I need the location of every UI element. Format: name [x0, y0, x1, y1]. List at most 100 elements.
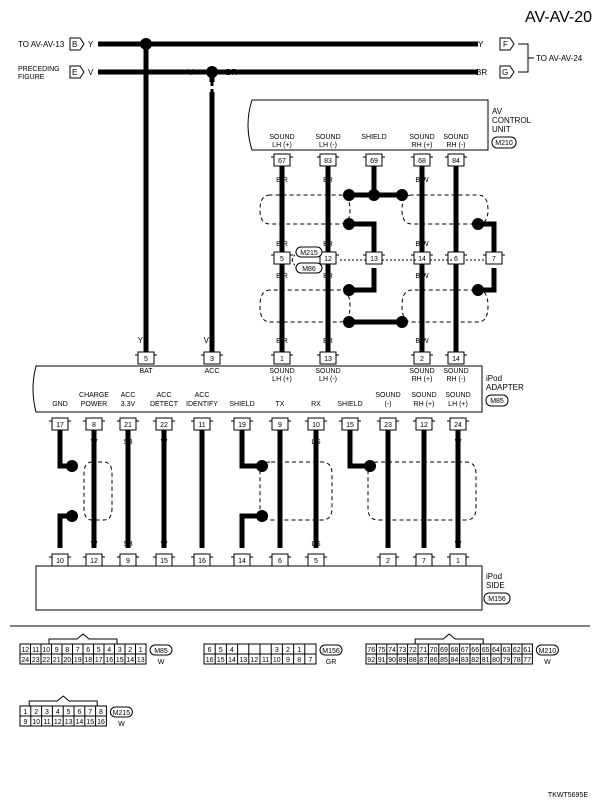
page-id: AV-AV-20	[525, 9, 592, 26]
adapter-wire-color-top-6: V	[278, 439, 283, 446]
joint-wire-top-1: BR	[323, 241, 333, 248]
av-wire-color-3: B/W	[415, 177, 429, 184]
ipod-side-pin-2: 2	[377, 553, 399, 567]
adapter-wire-color-bottom-2: SB	[123, 541, 133, 548]
lower-shields	[57, 430, 477, 548]
adapter-bottom-pin-22: 22	[153, 417, 175, 431]
ipod-side-pin-14: 14	[231, 553, 253, 567]
cv-m215-color: W	[118, 721, 125, 728]
connector-m85-badge	[485, 394, 509, 407]
adapter-top-label-1: ACC	[205, 368, 220, 375]
adapter-wire-color-bottom-7: LG	[311, 541, 320, 548]
cv-m210-r2-14: 78	[513, 657, 521, 664]
tab-e	[69, 65, 85, 79]
av-unit-pin-84-number: 84	[452, 158, 460, 165]
cv-m85-r2-9: 15	[116, 657, 124, 664]
ipod-side-pin-16: 16	[191, 553, 213, 567]
adapter-bottom-pin-17: 17	[49, 417, 71, 431]
cv-m85-r2-5: 19	[74, 657, 82, 664]
cv-m85-r1-3: 9	[55, 647, 59, 654]
cv-m210-r1-11: 65	[482, 647, 490, 654]
cv-m210-r2-9: 83	[461, 657, 469, 664]
joint-pin-6: 6	[445, 251, 467, 265]
joint-connector-2: M86	[302, 266, 316, 273]
adapter-top-pin-1-number: 1	[280, 356, 284, 363]
cv-m210-r2-1: 91	[378, 657, 386, 664]
adapter-top-label-2: SOUND	[269, 368, 294, 375]
adapter-top-sublabel-4: RH (+)	[412, 376, 433, 383]
adapter-bottom-label-10: SOUND	[411, 392, 436, 399]
cv-m85-r1-10: 2	[128, 647, 132, 654]
tab-f-label: F	[503, 40, 508, 49]
cv-m85-r1-1: 11	[32, 647, 39, 654]
ipod-side-pin-10: 10	[49, 553, 71, 567]
cv-m210-r2-6: 86	[430, 657, 438, 664]
adapter-top-pin-3: 3	[201, 351, 223, 365]
cv-m210-r1-5: 71	[419, 647, 427, 654]
cv-m210-r2-8: 84	[451, 657, 459, 664]
ipod-side-pin-7: 7	[413, 553, 435, 567]
tab-e-label: E	[72, 68, 77, 77]
joint-pin-5: 5	[271, 251, 293, 265]
adapter-bottom-pin-12-number: 12	[420, 422, 428, 429]
adapter-bottom-pin-19-number: 19	[238, 422, 246, 429]
cv-m156-r2-9: 7	[308, 657, 312, 664]
adapter-top-label-4: SOUND	[409, 368, 434, 375]
ipod-side-pin-1-number: 1	[456, 558, 460, 565]
adapter-bottom-sublabel-3: DETECT	[150, 401, 179, 408]
adapter-wire-color-bottom-1: W	[91, 541, 98, 548]
cv-m85-r1-6: 6	[86, 647, 90, 654]
cv-m85-r2-8: 16	[105, 657, 113, 664]
joint-pin-14-number: 14	[418, 256, 426, 263]
cv-m210-r1-14: 62	[513, 647, 521, 654]
cv-m215-r2-7: 16	[97, 719, 105, 726]
joint-connector-1: M215	[300, 250, 318, 257]
cv-m215-r1-2: 3	[45, 709, 49, 716]
cv-m210-r2-0: 92	[367, 657, 375, 664]
adapter-top-pin-3-number: 3	[210, 356, 214, 363]
feed-y-label: Y	[138, 336, 144, 345]
joint-wire-top-2: B/W	[415, 241, 429, 248]
cv-m85-r2-11: 13	[137, 657, 145, 664]
cv-m210-r2-7: 85	[440, 657, 448, 664]
to-av-24-label: TO AV-AV-24	[536, 54, 583, 63]
cv-m85-r1-4: 8	[65, 647, 69, 654]
av-unit-pin-68-number: 68	[418, 158, 426, 165]
cv-m210-name: M210	[539, 648, 557, 655]
adapter-wire-color-top-7: LG	[311, 439, 320, 446]
ipod-side-pin-9-number: 9	[126, 558, 130, 565]
ipod-side-pin-14-number: 14	[238, 558, 246, 565]
joint-pin-14: 14	[411, 251, 433, 265]
ipod-side-pin-12: 12	[83, 553, 105, 567]
cv-m85-r2-1: 23	[32, 657, 40, 664]
cv-m85-r2-0: 24	[21, 657, 29, 664]
adapter-top-wire-4: B/W	[415, 338, 429, 345]
adapter-bottom-pin-8: 8	[83, 417, 105, 431]
cv-m210-r2-4: 88	[409, 657, 417, 664]
adapter-bottom-sublabel-10: RH (+)	[414, 401, 435, 408]
joint-pin-13: 13	[363, 251, 385, 265]
adapter-top-pin-5-number: 5	[144, 356, 148, 363]
adapter-bottom-pin-11: 11	[191, 417, 213, 431]
adapter-top-sublabel-2: LH (+)	[272, 376, 292, 383]
adapter-bottom-sublabel-0: GND	[52, 401, 68, 408]
av-wire-color-1: BR	[323, 177, 333, 184]
adapter-bottom-sublabel-7: RX	[311, 401, 321, 408]
cv-m156-r2-0: 16	[206, 657, 214, 664]
cv-m210-r1-1: 75	[378, 647, 386, 654]
cv-m85-r1-8: 4	[107, 647, 111, 654]
cv-m215-r2-1: 10	[32, 719, 40, 726]
av-unit-connector: M210	[495, 140, 513, 147]
adapter-wire-color-top-11: W	[455, 439, 462, 446]
cv-m85-r2-4: 20	[63, 657, 71, 664]
cv-m215-r2-6: 15	[86, 719, 94, 726]
av-unit-pin-67: 67	[271, 153, 293, 167]
tab-b-label: B	[72, 40, 77, 49]
cv-m156-r2-5: 11	[262, 657, 269, 664]
ipod-side-pin-7-number: 7	[422, 558, 426, 565]
adapter-bottom-sublabel-1: POWER	[81, 401, 107, 408]
av-unit-sublabel-0: LH (+)	[272, 142, 292, 149]
